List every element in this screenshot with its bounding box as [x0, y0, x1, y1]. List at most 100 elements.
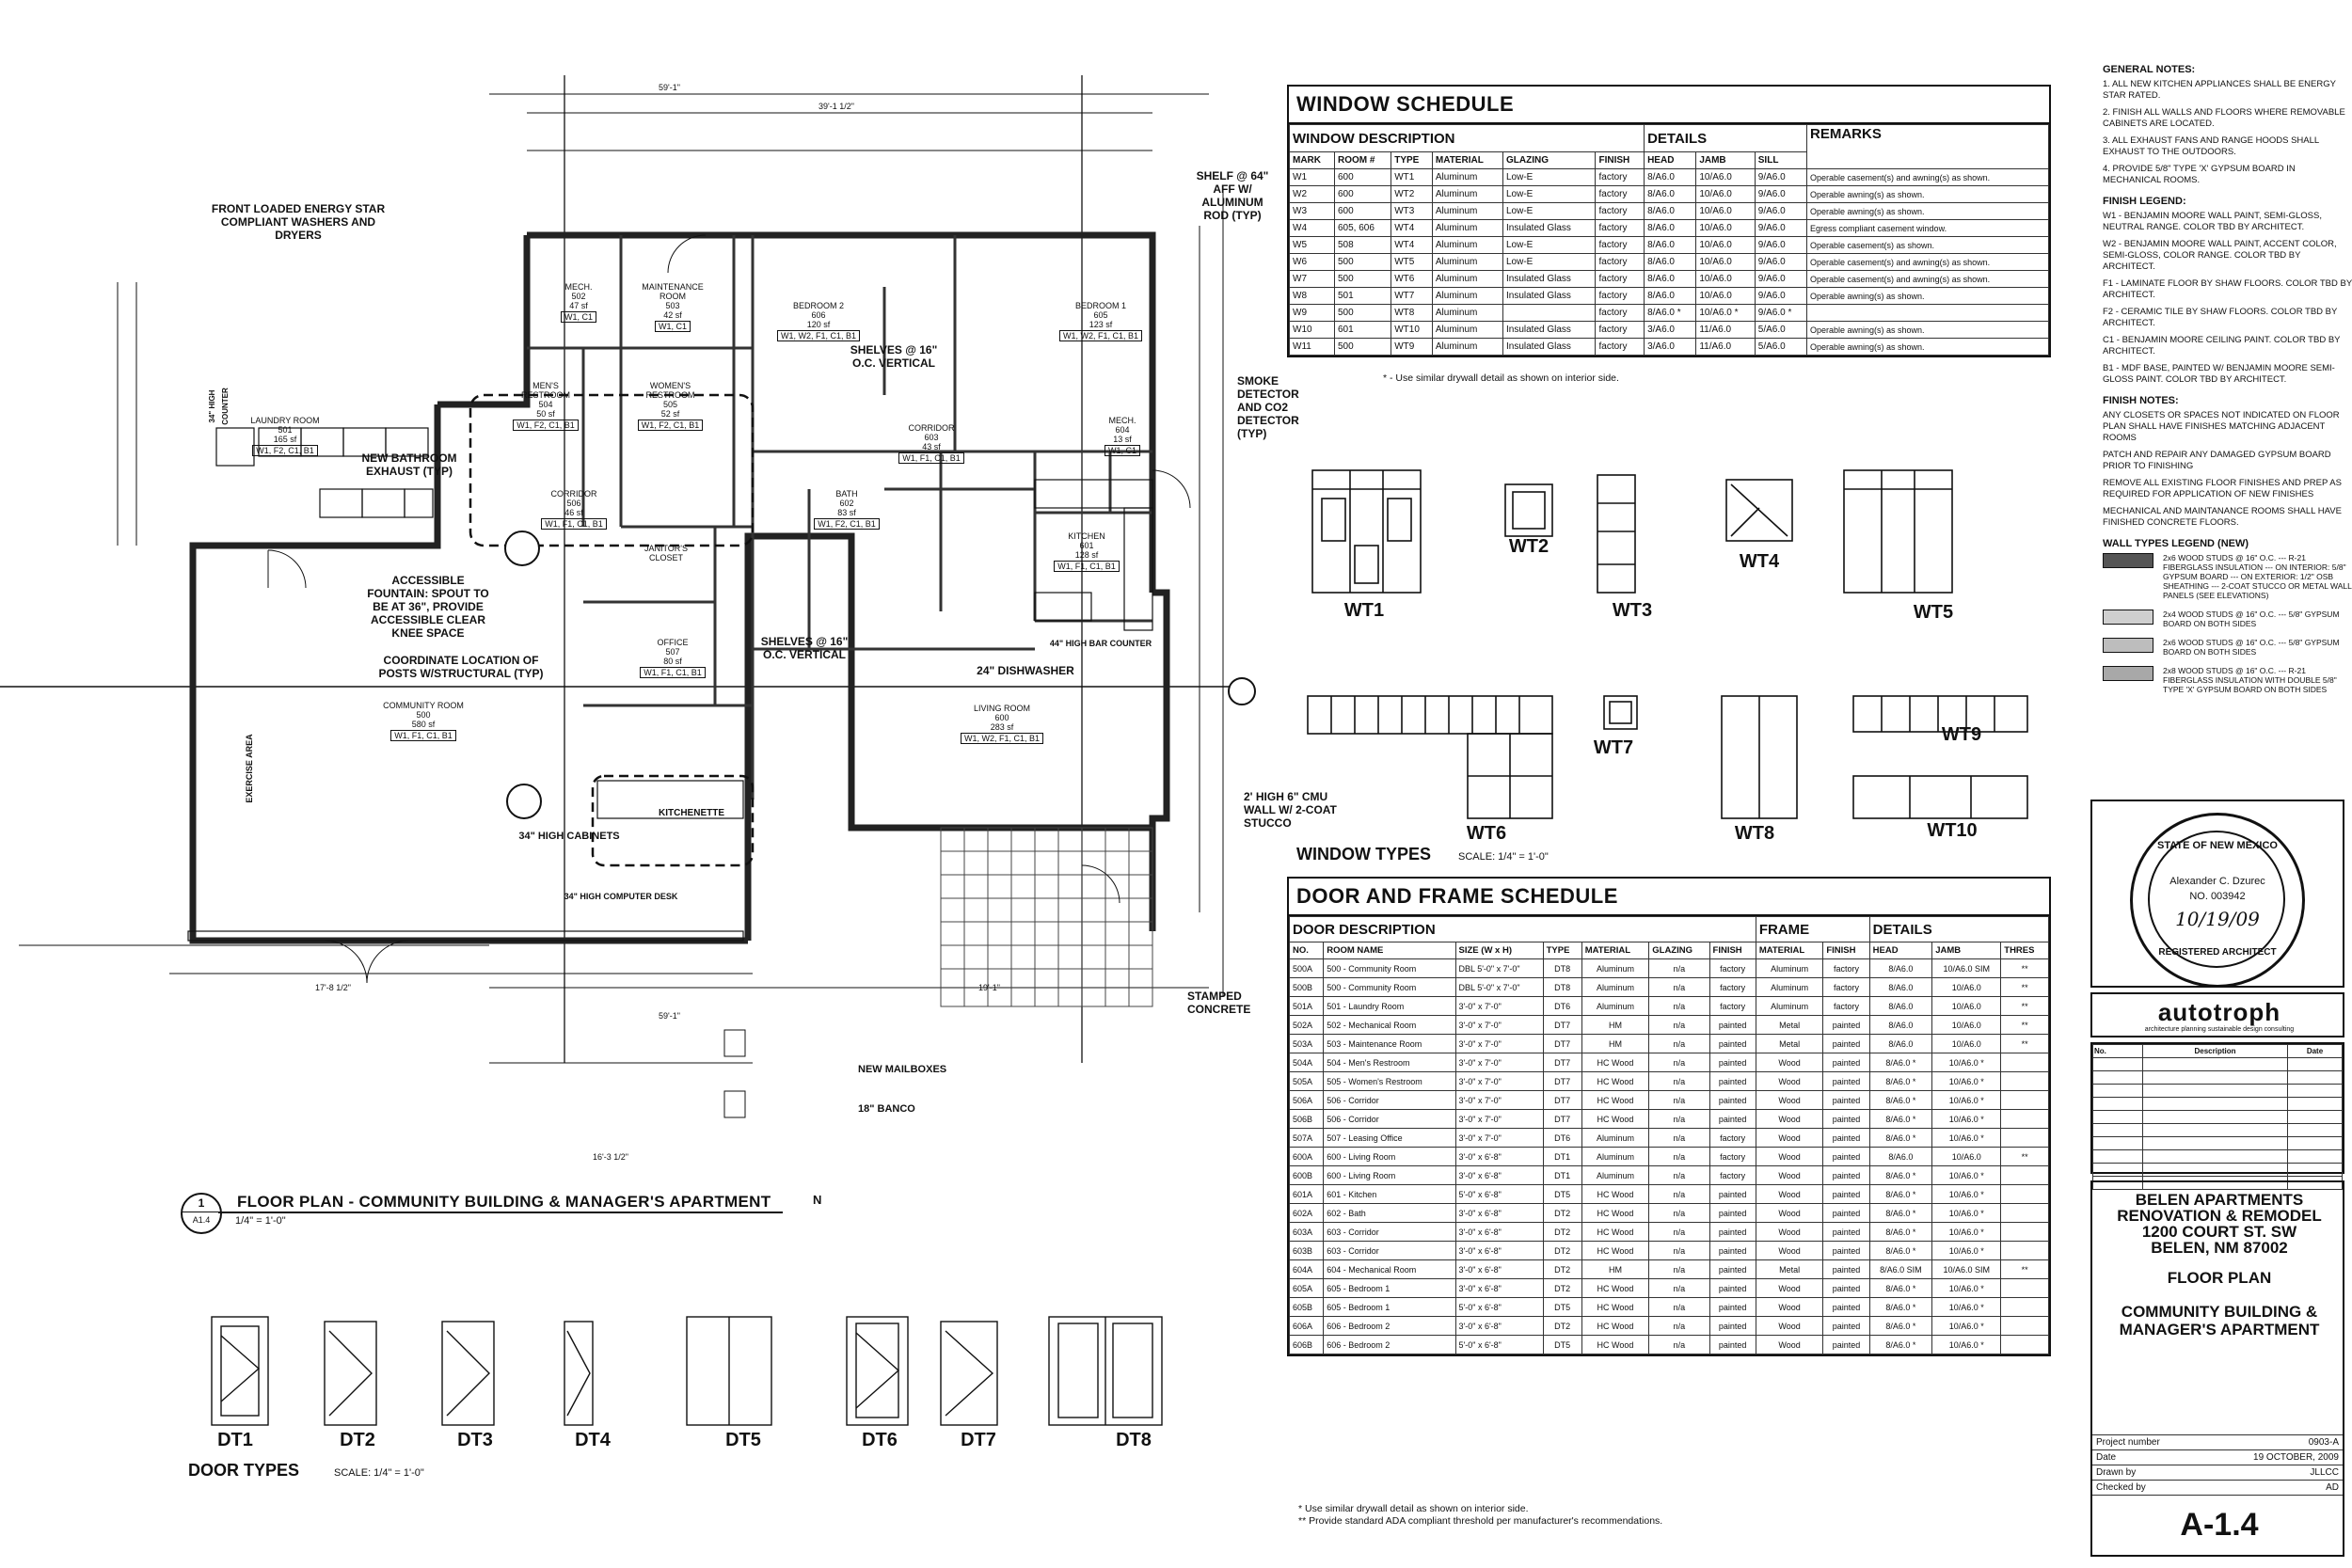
window-cell: 600	[1333, 185, 1392, 203]
project-line-4: BELEN, NM 87002	[2151, 1239, 2288, 1257]
window-cell: Operable casement(s) and awning(s) as sh…	[1806, 168, 2049, 186]
finish-notes-item: MECHANICAL AND MAINTANANCE ROOMS SHALL H…	[2103, 506, 2342, 528]
door-cell: 10/A6.0 SIM	[1931, 1259, 2002, 1279]
window-cell: 9/A6.0	[1754, 270, 1808, 288]
door-col-header: MATERIAL	[1755, 942, 1824, 959]
project-name: BELEN APARTMENTS RENOVATION & REMODEL 12…	[2092, 1192, 2346, 1256]
wall-swatch	[2103, 638, 2153, 653]
notes-column: GENERAL NOTES: 1. ALL NEW KITCHEN APPLIA…	[2103, 55, 2352, 704]
door-cell: Wood	[1755, 1241, 1824, 1260]
firm-logo: autotroph	[2157, 998, 2281, 1026]
revision-cell	[2142, 1110, 2288, 1124]
window-cell: Aluminum	[1431, 304, 1504, 322]
door-cell: HC Wood	[1581, 1053, 1650, 1072]
revision-col-description: Description	[2142, 1044, 2288, 1058]
door-cell: 500A	[1288, 958, 1325, 978]
general-notes-title: GENERAL NOTES:	[2103, 64, 2196, 75]
door-cell: DT5	[1542, 1184, 1582, 1204]
wall-legend-title: WALL TYPES LEGEND (NEW)	[2103, 538, 2249, 549]
door-cell: DBL 5'-0" x 7'-0"	[1454, 977, 1544, 997]
window-type-wt4: WT4	[1739, 551, 1780, 572]
door-cell: n/a	[1648, 1053, 1710, 1072]
door-cell: painted	[1708, 1316, 1756, 1336]
window-type-wt8: WT8	[1734, 823, 1775, 844]
door-schedule-table: DOOR DESCRIPTION FRAME DETAILS NO.ROOM N…	[1288, 916, 2050, 1354]
window-cell: 9/A6.0	[1754, 185, 1808, 203]
wall-legend-item: 2x8 WOOD STUDS @ 16" O.C. --- R-21 FIBER…	[2103, 666, 2352, 694]
door-col-header: NO.	[1288, 942, 1325, 959]
note-posts: COORDINATE LOCATION OF POSTS W/STRUCTURA…	[378, 654, 544, 680]
firm-tagline: architecture planning sustainable design…	[2144, 1026, 2295, 1033]
general-notes-item: 2. FINISH ALL WALLS AND FLOORS WHERE REM…	[2103, 107, 2345, 129]
door-cell: 3'-0" x 7'-0"	[1454, 1053, 1544, 1072]
drawn-by: JLLCC	[2201, 1465, 2343, 1481]
door-cell: DT1	[1542, 1165, 1582, 1185]
door-cell: n/a	[1648, 1316, 1710, 1336]
door-cell: Aluminum	[1755, 958, 1824, 978]
window-cell: W4	[1289, 219, 1335, 237]
window-cell: W1	[1289, 168, 1335, 186]
door-cell: 504 - Men's Restroom	[1323, 1053, 1456, 1072]
window-cell: 9/A6.0	[1754, 219, 1808, 237]
window-schedule-title: WINDOW SCHEDULE	[1289, 87, 2049, 124]
door-cell: Metal	[1755, 1259, 1824, 1279]
door-cell: **	[2000, 958, 2049, 978]
door-cell: 500 - Community Room	[1323, 958, 1456, 978]
door-cell: Aluminum	[1581, 977, 1650, 997]
window-cell: Operable awning(s) as shown.	[1806, 287, 2049, 305]
window-cell: WT7	[1391, 287, 1433, 305]
window-col-header: MATERIAL	[1431, 151, 1504, 169]
door-cell: 3'-0" x 6'-8"	[1454, 1278, 1544, 1298]
stamp-top-text: STATE OF NEW MEXICO	[2157, 840, 2278, 851]
door-cell: painted	[1822, 1259, 1870, 1279]
door-cell: painted	[1708, 1090, 1756, 1110]
door-cell: 606B	[1288, 1335, 1325, 1354]
window-cell: 5/A6.0	[1754, 321, 1808, 339]
door-cell: n/a	[1648, 996, 1710, 1016]
finish-legend-item: C1 - BENJAMIN MOORE CEILING PAINT. COLOR…	[2103, 335, 2341, 356]
door-cell: **	[2000, 977, 2049, 997]
architect-stamp: STATE OF NEW MEXICO Alexander C. Dzurec …	[2130, 813, 2305, 988]
window-cell: Operable awning(s) as shown.	[1806, 185, 2049, 203]
window-cell: Insulated Glass	[1502, 270, 1597, 288]
door-cell: Aluminum	[1581, 1147, 1650, 1166]
window-types-drawing	[1307, 469, 2028, 819]
finish-legend-item: W1 - BENJAMIN MOORE WALL PAINT, SEMI-GLO…	[2103, 211, 2322, 232]
revision-cell	[2092, 1136, 2143, 1150]
door-cell: 3'-0" x 6'-8"	[1454, 1241, 1544, 1260]
door-cell	[2000, 1071, 2049, 1091]
note-banco: 18" BANCO	[858, 1103, 915, 1115]
door-cell: Wood	[1755, 1222, 1824, 1242]
revision-cell	[2092, 1084, 2143, 1098]
door-col-header: JAMB	[1931, 942, 2002, 959]
door-cell: 506 - Corridor	[1323, 1109, 1456, 1129]
door-cell: HM	[1581, 1034, 1650, 1053]
door-cell: HC Wood	[1581, 1109, 1650, 1129]
dim-overall-top: 59'-1"	[659, 83, 680, 92]
window-cell: WT5	[1391, 253, 1433, 271]
door-cell: painted	[1822, 1278, 1870, 1298]
door-cell: Aluminum	[1581, 1128, 1650, 1148]
door-cell: painted	[1708, 1278, 1756, 1298]
door-cell: factory	[1708, 1128, 1756, 1148]
door-cell: 3'-0" x 6'-8"	[1454, 1203, 1544, 1223]
window-cell: 11/A6.0	[1695, 338, 1756, 356]
window-cell: W5	[1289, 236, 1335, 254]
door-type-dt3: DT3	[457, 1430, 493, 1450]
door-cell: 501A	[1288, 996, 1325, 1016]
door-cell: 602 - Bath	[1323, 1203, 1456, 1223]
revision-col-no: No.	[2092, 1044, 2143, 1058]
door-cell: painted	[1822, 1053, 1870, 1072]
window-type-wt6: WT6	[1466, 823, 1507, 844]
door-cell: factory	[1708, 958, 1756, 978]
door-cell: 3'-0" x 7'-0"	[1454, 996, 1544, 1016]
